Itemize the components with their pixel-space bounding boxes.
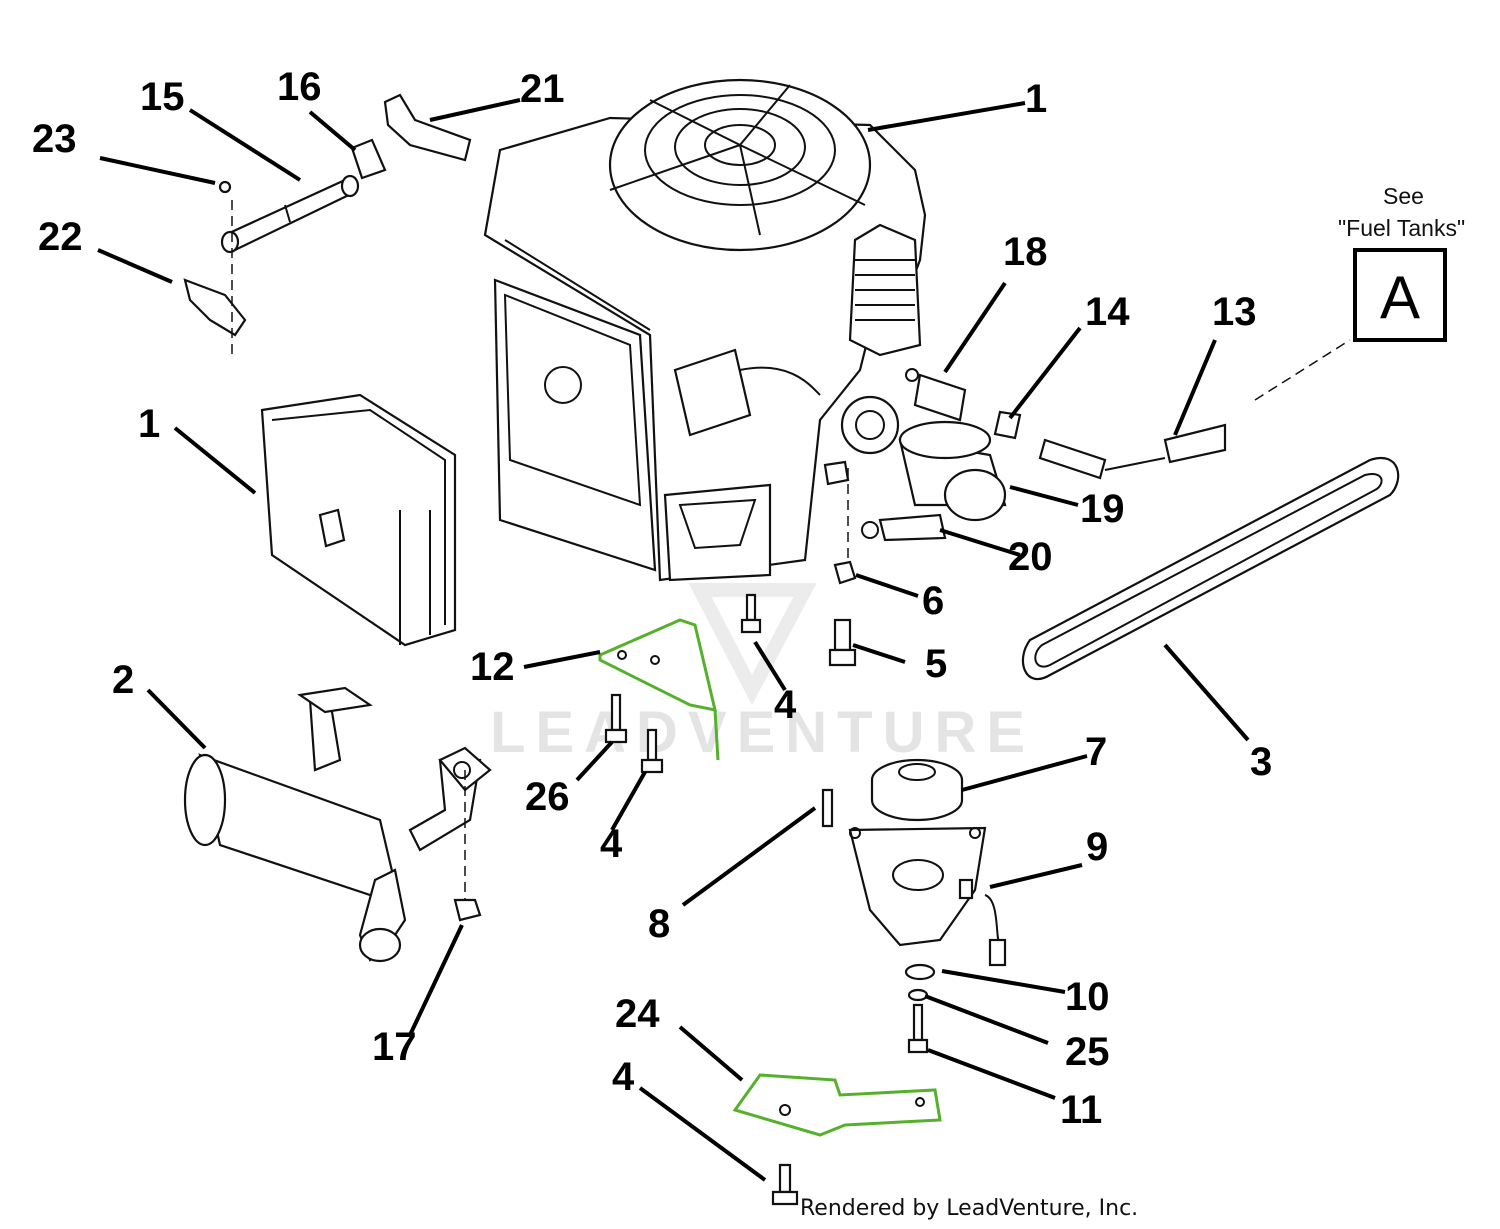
muffler-illustration (183, 686, 492, 963)
part-label-12: 12 (470, 645, 515, 689)
clutch-illustration (848, 758, 1007, 967)
reference-callout-box (1353, 248, 1447, 342)
engine-illustration (483, 78, 927, 582)
part-label-25: 25 (1065, 1030, 1110, 1074)
reference-callout-letter: A (1380, 264, 1420, 331)
part-label-10: 10 (1065, 975, 1110, 1019)
part-label-22: 22 (38, 215, 83, 259)
part-label-21: 21 (520, 67, 565, 111)
leader-lines (97, 98, 1250, 1182)
part-label-13: 13 (1212, 290, 1257, 334)
part-label-7: 7 (1085, 730, 1107, 774)
part-label-4-top: 4 (774, 683, 797, 727)
part-label-24: 24 (615, 992, 660, 1036)
part-label-18: 18 (1003, 230, 1048, 274)
part-labels: 1 1 2 3 4 4 4 5 6 7 8 9 10 11 12 13 14 1… (32, 65, 1272, 1132)
hardware-illustration (453, 339, 1351, 1206)
part-label-4-mid: 4 (600, 822, 623, 866)
part-label-6: 6 (922, 579, 944, 623)
filters-illustration (861, 368, 1227, 542)
part-label-14: 14 (1085, 290, 1130, 334)
reference-see: See (1383, 183, 1424, 209)
part-label-20: 20 (1008, 535, 1053, 579)
part-label-3: 3 (1250, 740, 1272, 784)
part-label-19: 19 (1080, 487, 1125, 531)
bracket-12-illustration (598, 618, 720, 761)
engine-shroud-illustration (260, 393, 457, 647)
part-label-8: 8 (648, 902, 670, 946)
reference-fuel-tanks: "Fuel Tanks" (1338, 215, 1465, 241)
part-label-1-shroud: 1 (138, 402, 160, 446)
part-label-2: 2 (112, 658, 134, 702)
watermark: LEADVENTURE (490, 583, 1035, 765)
fuel-tanks-reference: See "Fuel Tanks" A (1338, 183, 1465, 342)
part-label-1: 1 (1025, 77, 1047, 121)
part-label-15: 15 (140, 75, 185, 119)
credit-text: Rendered by LeadVenture, Inc. (800, 1196, 1138, 1221)
part-label-11: 11 (1060, 1088, 1102, 1132)
belt-illustration (1021, 457, 1400, 681)
part-label-4-bottom: 4 (612, 1055, 635, 1099)
fuel-line-illustration (183, 93, 472, 360)
part-label-5: 5 (925, 642, 947, 686)
part-label-17: 17 (372, 1025, 417, 1069)
part-label-26: 26 (525, 775, 570, 819)
watermark-text: LEADVENTURE (490, 700, 1035, 765)
part-label-23: 23 (32, 117, 77, 161)
bracket-24-illustration (732, 1073, 942, 1137)
part-label-9: 9 (1086, 825, 1108, 869)
part-label-16: 16 (277, 65, 322, 109)
